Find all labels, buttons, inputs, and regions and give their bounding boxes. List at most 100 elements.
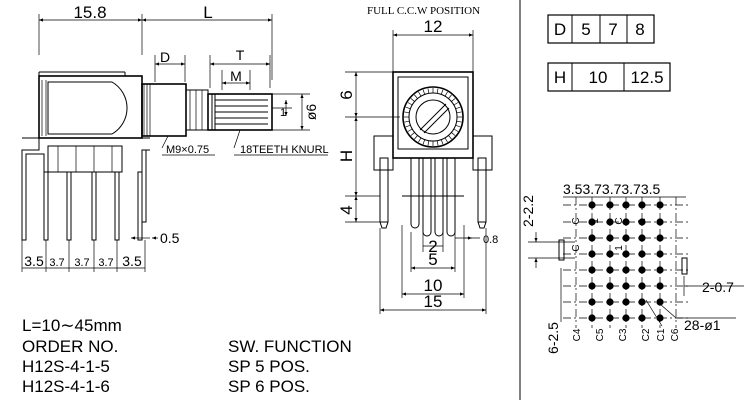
table-D-value-2: 7: [608, 20, 617, 39]
pcb-pad: [588, 266, 596, 274]
table-D: D 5 7 8: [547, 14, 655, 44]
pitch-3: 3.7: [74, 257, 89, 269]
pcb-pad: [622, 266, 630, 274]
pcb-pad: [588, 201, 596, 209]
side-pins: [43, 149, 147, 241]
dim-5: 5: [428, 250, 437, 269]
dim-15-8: 15.8: [73, 3, 106, 22]
table-D-value-3: 8: [635, 20, 644, 39]
pcb-pad: [622, 282, 630, 290]
pcb-pad: [588, 250, 596, 258]
front-view: FULL C.C.W POSITION 12 6 H 4: [337, 5, 498, 314]
order-number-2: H12S-4-1-6: [22, 377, 110, 396]
pcb-pad: [656, 201, 664, 209]
pcb-pad: [606, 298, 614, 306]
order-notes: L=10∼45mm ORDER NO. SW. FUNCTION H12S-4-…: [22, 316, 352, 396]
pcb-pad: [622, 298, 630, 306]
dim-0-5: 0.5: [160, 230, 180, 246]
pcb-pad: [606, 234, 614, 242]
pcb-pad: [606, 218, 614, 226]
dim-28-phi1: 28-ø1: [684, 317, 721, 333]
pcb-pad: [622, 314, 630, 322]
table-H-value-1: 10: [589, 68, 608, 87]
knurl-ticks: [404, 88, 462, 146]
dim-10: 10: [424, 276, 443, 295]
pcb-row-label-5: C: [571, 244, 582, 251]
table-H: H 10 12.5: [547, 62, 671, 92]
front-view-caption: FULL C.C.W POSITION: [367, 5, 480, 17]
length-note: L=10∼45mm: [22, 316, 122, 335]
pcb-pad: [588, 234, 596, 242]
pcb-pad: [588, 282, 596, 290]
order-number-1: H12S-4-1-5: [22, 357, 110, 376]
pcb-bottom-label-2: C5: [595, 328, 606, 341]
dim-M: M: [230, 68, 242, 84]
pcb-top-pitch: 3.53.73.73.73.5: [563, 181, 661, 197]
pcb-pad: [638, 314, 646, 322]
pcb-pad: [638, 298, 646, 306]
pcb-pad: [638, 282, 646, 290]
pcb-pad: [656, 266, 664, 274]
pcb-row-label-2: 1: [590, 218, 601, 224]
function-2: SP 6 POS.: [228, 377, 310, 396]
table-D-value-1: 5: [581, 20, 590, 39]
pcb-pad: [606, 314, 614, 322]
pitch-5: 3.5: [122, 253, 142, 269]
pitch-1: 3.5: [24, 253, 44, 269]
pcb-pad: [656, 234, 664, 242]
pcb-bottom-label-4: C2: [641, 328, 652, 341]
pcb-row-label-1: C: [571, 217, 582, 224]
pcb-pad: [588, 218, 596, 226]
pcb-layout: 3.53.73.73.73.5 C 1 C 1 C 1 C4 C5 C3 C2 …: [520, 181, 744, 354]
pcb-pad: [622, 218, 630, 226]
dim-2-22: 2-2.2: [520, 195, 536, 227]
pcb-row-label-3: C: [614, 217, 625, 224]
dim-4: 4: [337, 205, 356, 214]
pcb-row-label-6: 1: [614, 245, 625, 251]
dim-15: 15: [424, 292, 443, 311]
dim-1: 1: [280, 107, 286, 119]
pcb-pad: [656, 250, 664, 258]
order-header: ORDER NO.: [22, 337, 118, 356]
table-D-header: D: [554, 20, 566, 39]
pcb-row-label-4: 1: [637, 218, 648, 224]
pcb-pad: [638, 234, 646, 242]
pcb-pad: [656, 218, 664, 226]
dim-D: D: [160, 49, 170, 65]
dim-6: 6: [337, 90, 356, 99]
pcb-bottom-label-5: C1: [656, 328, 667, 341]
pcb-pad: [622, 201, 630, 209]
pitch-4: 3.7: [98, 257, 113, 269]
dim-2-07: 2-0.7: [702, 279, 734, 295]
pcb-bottom-label-1: C4: [572, 328, 583, 341]
pcb-pad: [638, 218, 646, 226]
side-view: 15.8 L D T M: [21, 3, 329, 272]
dim-0-8: 0.8: [483, 234, 498, 246]
pitch-2: 3.7: [49, 257, 64, 269]
dim-12: 12: [424, 17, 443, 36]
pcb-pad: [606, 266, 614, 274]
pcb-pad: [606, 201, 614, 209]
table-H-header: H: [554, 68, 566, 87]
dim-H: H: [337, 150, 356, 162]
pcb-pad: [622, 234, 630, 242]
function-1: SP 5 POS.: [228, 357, 310, 376]
pcb-bottom-label-6: C6: [670, 328, 681, 341]
pcb-pad: [656, 282, 664, 290]
function-header: SW. FUNCTION: [228, 337, 352, 356]
pcb-pad: [606, 250, 614, 258]
thread-label: M9×0.75: [166, 144, 209, 156]
pcb-pad: [622, 250, 630, 258]
front-pins: [410, 158, 456, 237]
pcb-pad: [588, 298, 596, 306]
pcb-pad: [588, 314, 596, 322]
dim-T: T: [236, 47, 245, 63]
dim-6-25: 6-2.5: [545, 322, 561, 354]
pcb-pad: [606, 282, 614, 290]
knurl-label: 18TEETH KNURL: [240, 144, 329, 156]
table-H-value-2: 12.5: [630, 68, 663, 87]
dim-phi6: ø6: [303, 104, 319, 121]
dim-L: L: [203, 3, 212, 22]
dim-2: 2: [428, 237, 437, 256]
pcb-pads: [588, 201, 664, 322]
